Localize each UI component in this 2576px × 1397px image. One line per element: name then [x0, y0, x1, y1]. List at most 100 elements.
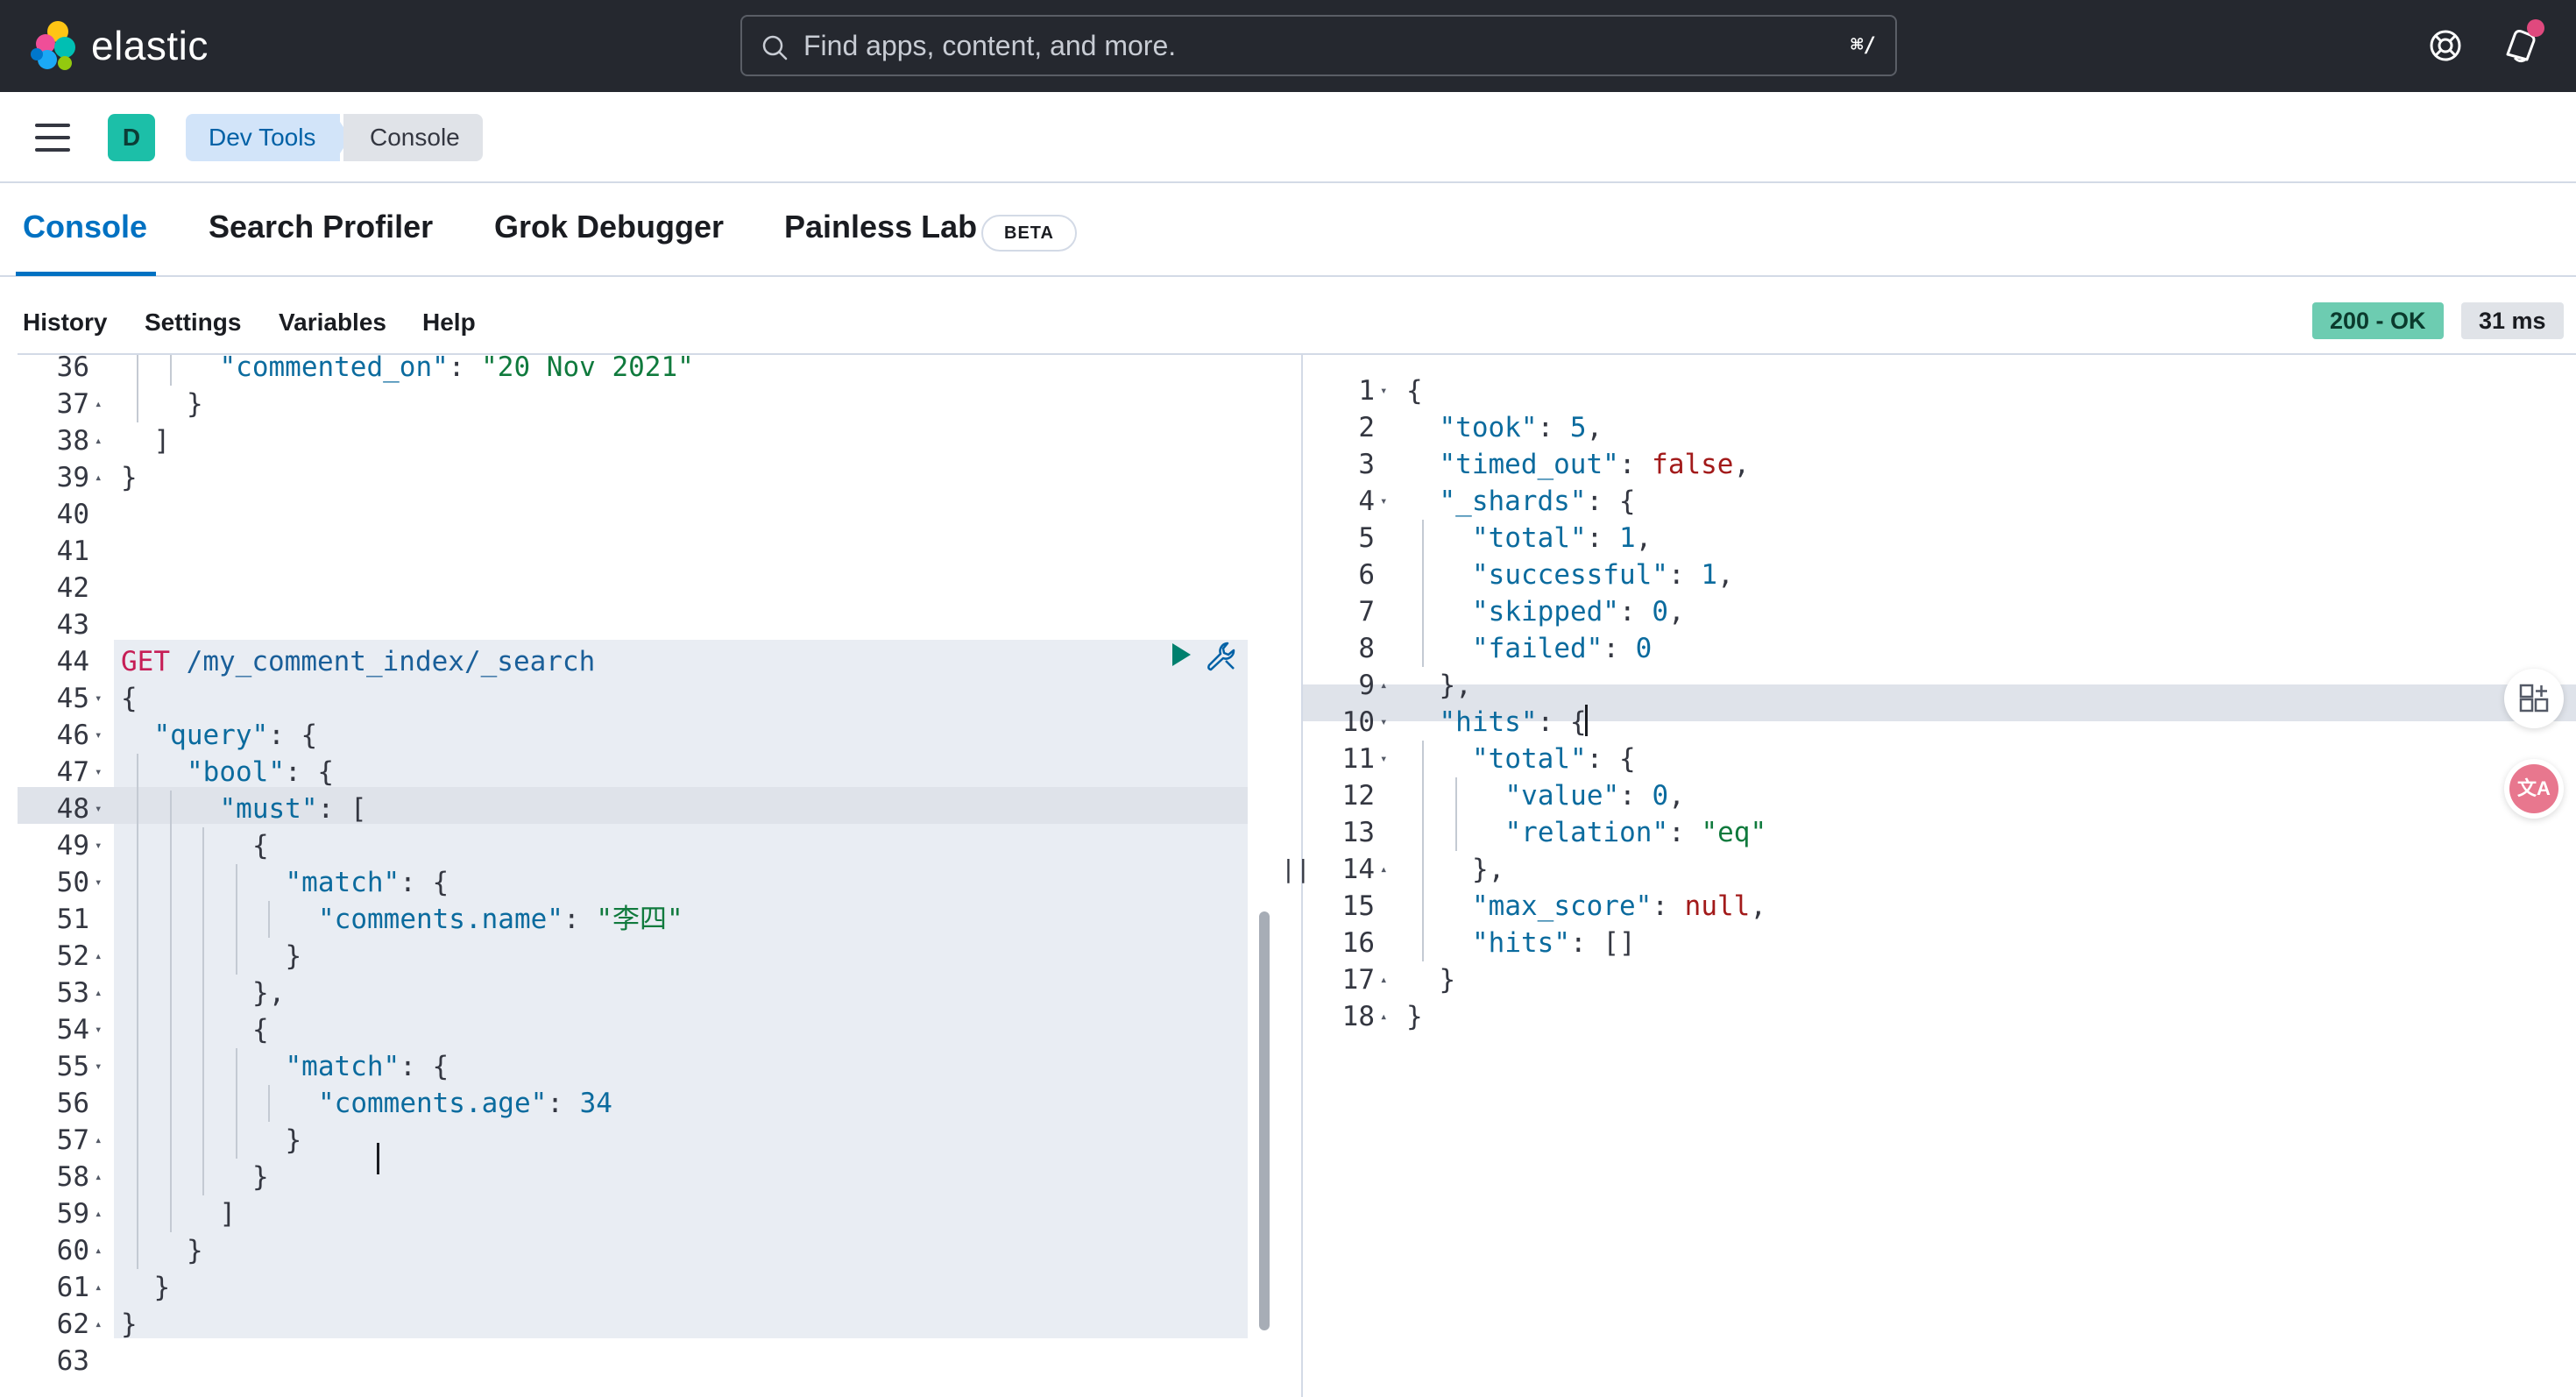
fold-open-icon[interactable]: ▾: [95, 802, 103, 816]
fold-close-icon[interactable]: ▴: [1380, 678, 1388, 692]
global-search[interactable]: ⌘/: [740, 15, 1897, 76]
indent-guide: [169, 975, 172, 1011]
fold-open-icon[interactable]: ▾: [95, 839, 103, 853]
code-line[interactable]: ]: [153, 425, 171, 457]
menu-toggle-icon[interactable]: [35, 124, 70, 152]
space-avatar[interactable]: D: [108, 114, 155, 161]
code-line[interactable]: "failed": 0: [1472, 633, 1652, 664]
code-line[interactable]: "relation": "eq": [1504, 817, 1767, 848]
fold-open-icon[interactable]: ▾: [1380, 715, 1388, 729]
code-line[interactable]: "successful": 1,: [1472, 559, 1734, 591]
line-number: 42: [56, 572, 89, 604]
code-line[interactable]: "hits": {: [1439, 706, 1587, 738]
code-line[interactable]: }: [121, 1308, 138, 1340]
fold-open-icon[interactable]: ▾: [1380, 384, 1388, 398]
fold-close-icon[interactable]: ▴: [95, 471, 103, 485]
fold-close-icon[interactable]: ▴: [95, 397, 103, 411]
code-line[interactable]: {: [121, 683, 138, 714]
elastic-logo-text[interactable]: elastic: [91, 23, 209, 68]
pane-resizer-handle[interactable]: ||: [1281, 855, 1311, 883]
code-line[interactable]: }: [187, 1235, 203, 1266]
fold-close-icon[interactable]: ▴: [95, 1280, 103, 1294]
tab-painless-lab[interactable]: Painless Lab: [784, 209, 978, 245]
code-line[interactable]: "match": {: [285, 867, 449, 898]
code-line[interactable]: },: [1439, 670, 1472, 701]
active-line-highlight: [18, 787, 1248, 824]
code-line[interactable]: "comments.name": "李四": [318, 904, 683, 935]
fold-open-icon[interactable]: ▾: [95, 1060, 103, 1074]
breadcrumb-dev-tools[interactable]: Dev Tools: [186, 114, 341, 161]
fold-close-icon[interactable]: ▴: [95, 949, 103, 963]
fold-open-icon[interactable]: ▾: [95, 691, 103, 706]
code-line[interactable]: {: [252, 1014, 269, 1046]
response-editor[interactable]: 1▾{2"took": 5,3"timed_out": false,4▾"_sh…: [1303, 355, 2576, 1397]
code-line[interactable]: "bool": {: [187, 756, 334, 788]
fold-open-icon[interactable]: ▾: [95, 765, 103, 779]
text-caret: [377, 1143, 379, 1174]
code-line[interactable]: }: [285, 1124, 302, 1156]
code-line[interactable]: "query": {: [153, 720, 318, 751]
code-line[interactable]: "value": 0,: [1504, 780, 1685, 812]
code-line[interactable]: {: [252, 830, 269, 862]
fold-close-icon[interactable]: ▴: [95, 1317, 103, 1331]
code-line[interactable]: },: [252, 977, 286, 1009]
code-line[interactable]: "_shards": {: [1439, 486, 1636, 517]
code-line[interactable]: ]: [219, 1198, 237, 1230]
code-line[interactable]: {: [1406, 375, 1423, 407]
code-line[interactable]: }: [285, 940, 302, 972]
send-request-icon[interactable]: [1170, 642, 1192, 668]
code-line[interactable]: "match": {: [285, 1051, 449, 1082]
fold-open-icon[interactable]: ▾: [95, 1023, 103, 1037]
history-link[interactable]: History: [23, 308, 108, 336]
code-line[interactable]: "took": 5,: [1439, 412, 1603, 443]
fold-close-icon[interactable]: ▴: [95, 986, 103, 1000]
code-line[interactable]: "timed_out": false,: [1439, 449, 1751, 480]
line-number: 1: [1358, 375, 1375, 407]
fold-close-icon[interactable]: ▴: [1380, 973, 1388, 987]
code-line[interactable]: "commented_on": "20 Nov 2021": [219, 355, 694, 383]
code-line[interactable]: "must": [: [219, 793, 367, 825]
side-apps-button[interactable]: [2504, 669, 2564, 728]
fold-open-icon[interactable]: ▾: [1380, 494, 1388, 508]
request-editor-scrollbar[interactable]: [1259, 911, 1270, 1330]
fold-open-icon[interactable]: ▾: [95, 728, 103, 742]
tab-search-profiler[interactable]: Search Profiler: [209, 209, 434, 245]
fold-close-icon[interactable]: ▴: [95, 1170, 103, 1184]
fold-close-icon[interactable]: ▴: [95, 434, 103, 448]
help-icon[interactable]: [2426, 26, 2465, 65]
code-line[interactable]: "comments.age": 34: [318, 1088, 612, 1119]
code-line[interactable]: "hits": []: [1472, 927, 1636, 959]
code-line[interactable]: }: [153, 1272, 171, 1303]
fold-close-icon[interactable]: ▴: [1380, 1010, 1388, 1024]
request-editor[interactable]: 36"commented_on": "20 Nov 2021"37▴}38▴]3…: [18, 355, 1270, 1397]
fold-close-icon[interactable]: ▴: [95, 1207, 103, 1221]
fold-close-icon[interactable]: ▴: [95, 1244, 103, 1258]
elastic-logo-icon[interactable]: [28, 19, 81, 72]
code-line[interactable]: }: [252, 1161, 269, 1193]
code-line[interactable]: GET /my_comment_index/_search: [121, 646, 596, 677]
indent-guide: [202, 1122, 204, 1159]
wrench-icon[interactable]: [1205, 640, 1238, 673]
tab-grok-debugger[interactable]: Grok Debugger: [494, 209, 725, 245]
code-line[interactable]: },: [1472, 854, 1505, 885]
code-line[interactable]: }: [121, 462, 138, 493]
code-line[interactable]: }: [1439, 964, 1456, 996]
settings-link[interactable]: Settings: [145, 308, 242, 336]
indent-guide: [137, 1122, 138, 1159]
help-link[interactable]: Help: [422, 308, 476, 336]
side-translate-button[interactable]: 文A: [2504, 759, 2564, 819]
search-input[interactable]: [803, 17, 1767, 74]
fold-open-icon[interactable]: ▾: [95, 876, 103, 890]
code-line[interactable]: "skipped": 0,: [1472, 596, 1685, 628]
code-line[interactable]: }: [187, 388, 203, 420]
fold-close-icon[interactable]: ▴: [1380, 862, 1388, 876]
fold-open-icon[interactable]: ▾: [1380, 752, 1388, 766]
code-line[interactable]: "total": 1,: [1472, 522, 1652, 554]
variables-link[interactable]: Variables: [279, 308, 386, 336]
tab-console[interactable]: Console: [23, 209, 148, 245]
code-line[interactable]: }: [1406, 1001, 1423, 1032]
fold-close-icon[interactable]: ▴: [95, 1133, 103, 1147]
code-line[interactable]: "total": {: [1472, 743, 1636, 775]
code-line[interactable]: "max_score": null,: [1472, 890, 1766, 922]
indent-guide: [235, 1122, 237, 1159]
